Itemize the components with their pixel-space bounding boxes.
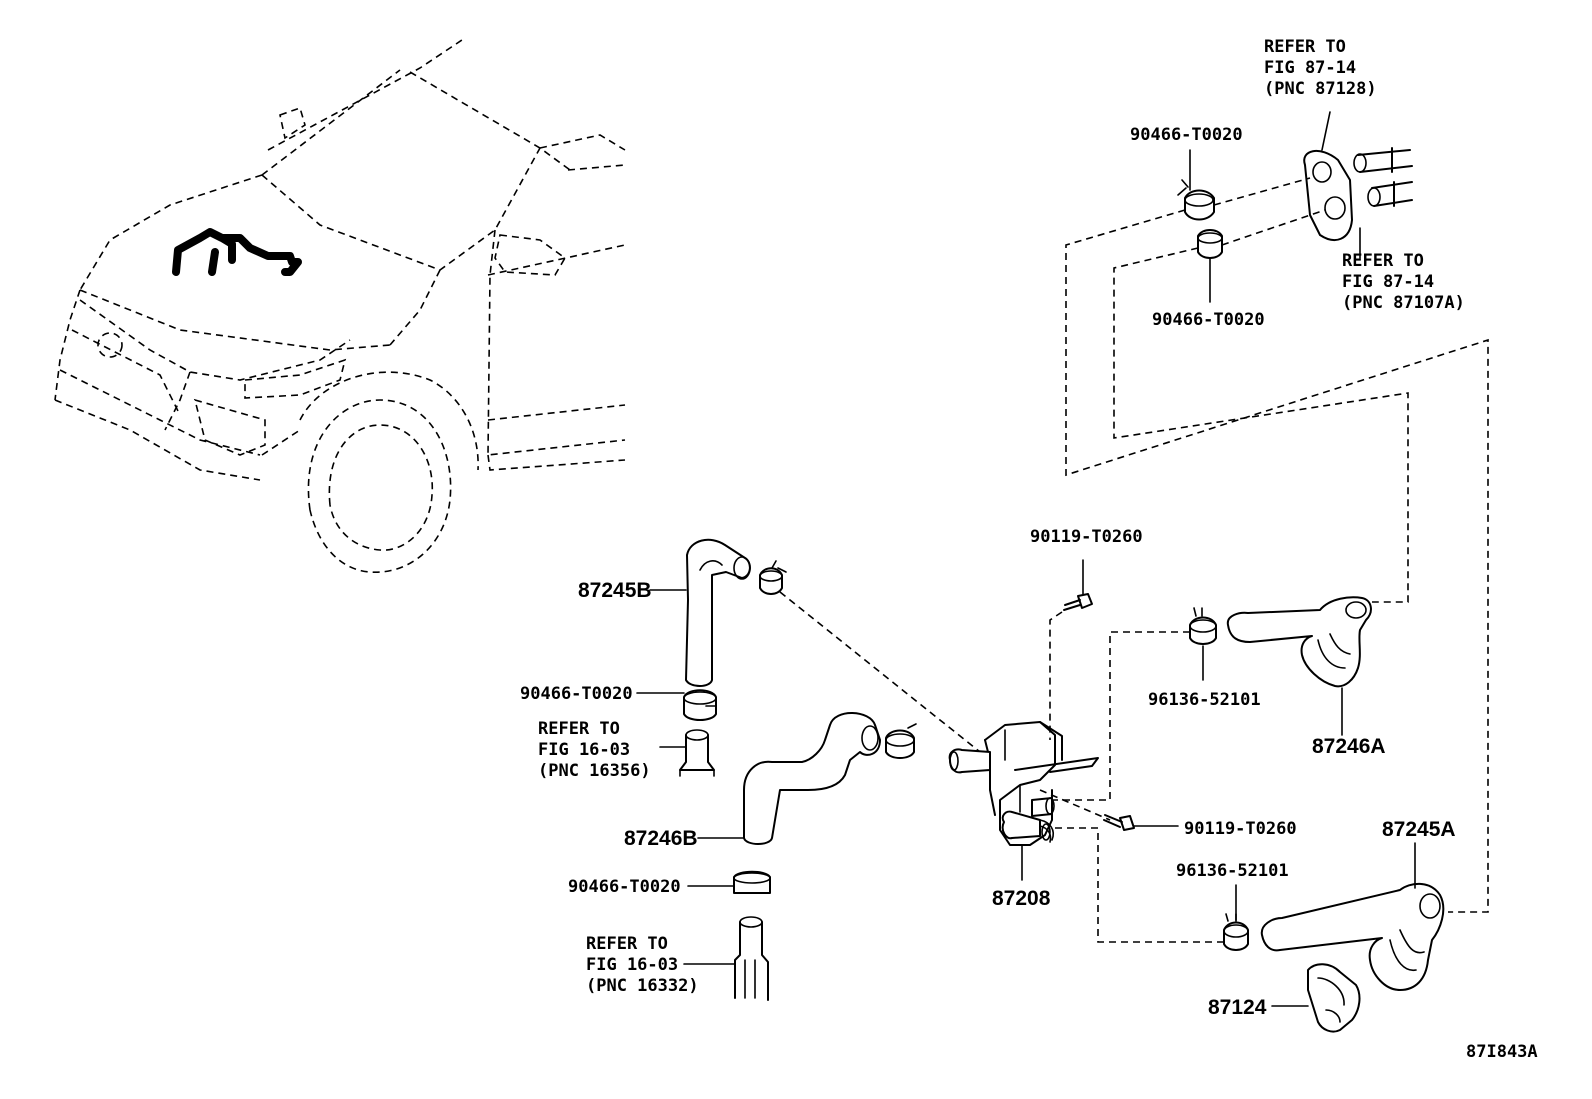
callout-line: REFER TO bbox=[586, 934, 668, 954]
water-valve-87208 bbox=[948, 721, 1099, 881]
callout-refer-16332: REFER TO FIG 16-03 (PNC 16332) bbox=[586, 934, 699, 996]
heater-unit-pipes bbox=[1303, 111, 1413, 259]
pipe-16332 bbox=[734, 916, 769, 1001]
callout-line: REFER TO bbox=[1264, 37, 1346, 57]
callout-line: FIG 16-03 bbox=[538, 740, 630, 760]
part-number-label: 90466-T0020 bbox=[520, 684, 633, 704]
hose-clamp-left-lower bbox=[733, 870, 771, 894]
hose-clip-upper bbox=[1189, 607, 1217, 681]
part-number-87124: 87124 bbox=[1208, 996, 1267, 1019]
part-number-label: 90119-T0260 bbox=[1030, 527, 1143, 547]
bolt-upper bbox=[1063, 559, 1093, 611]
hose-clamp-top-lower bbox=[1197, 229, 1223, 259]
callout-line: FIG 87-14 bbox=[1342, 272, 1434, 292]
pipe-16356 bbox=[679, 729, 715, 777]
vehicle-illustration bbox=[54, 39, 626, 573]
part-number-87208: 87208 bbox=[992, 887, 1051, 910]
figure-id: 87I843A bbox=[1466, 1042, 1538, 1062]
hose-clamp-small-left bbox=[759, 560, 787, 595]
callout-line: FIG 87-14 bbox=[1264, 58, 1356, 78]
callout-refer-16356: REFER TO FIG 16-03 (PNC 16356) bbox=[538, 719, 651, 781]
part-number-87245a: 87245A bbox=[1382, 818, 1456, 841]
bolt-lower bbox=[1103, 814, 1179, 831]
part-number-label: 90466-T0020 bbox=[568, 877, 681, 897]
hose-87245a bbox=[1260, 842, 1445, 991]
part-number-label: 96136-52101 bbox=[1148, 690, 1261, 710]
hose-87246a bbox=[1226, 596, 1372, 736]
hose-protector-87124 bbox=[1271, 963, 1361, 1033]
callout-line: (PNC 87107A) bbox=[1342, 293, 1465, 313]
part-number-label: 90119-T0260 bbox=[1184, 819, 1297, 839]
hose-87245b bbox=[685, 538, 751, 687]
hose-clamp-left-upper bbox=[683, 689, 717, 721]
callout-refer-87128: REFER TO FIG 87-14 (PNC 87128) bbox=[1264, 37, 1377, 99]
part-number-label: 90466-T0020 bbox=[1152, 310, 1265, 330]
callout-line: (PNC 16356) bbox=[538, 761, 651, 781]
callout-refer-87107a: REFER TO FIG 87-14 (PNC 87107A) bbox=[1342, 251, 1465, 313]
part-number-87246b: 87246B bbox=[624, 827, 698, 850]
hose-clip-lower bbox=[1223, 884, 1249, 951]
part-number-label: 96136-52101 bbox=[1176, 861, 1289, 881]
callout-line: FIG 16-03 bbox=[586, 955, 678, 975]
hose-87246b bbox=[743, 712, 881, 845]
hose-clamp-top-upper bbox=[1177, 179, 1215, 221]
part-number-label: 90466-T0020 bbox=[1130, 125, 1243, 145]
callout-line: REFER TO bbox=[538, 719, 620, 739]
part-number-87246a: 87246A bbox=[1312, 735, 1386, 758]
callout-line: (PNC 87128) bbox=[1264, 79, 1377, 99]
hose-clamp-mid bbox=[885, 723, 917, 759]
callout-line: REFER TO bbox=[1342, 251, 1424, 271]
callout-line: (PNC 16332) bbox=[586, 976, 699, 996]
part-number-87245b: 87245B bbox=[578, 579, 652, 602]
